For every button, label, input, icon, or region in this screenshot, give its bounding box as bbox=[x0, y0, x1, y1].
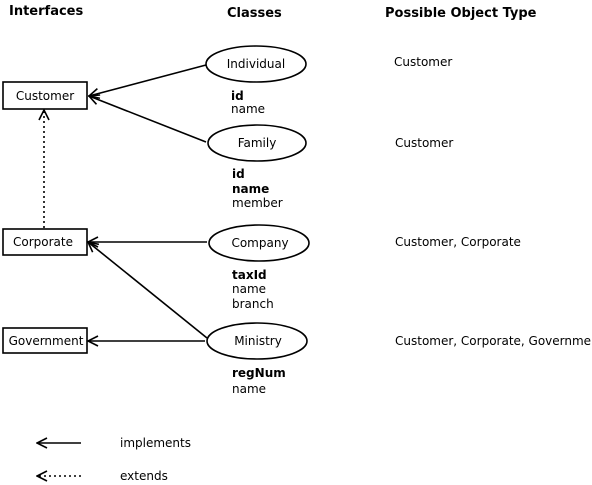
interface-customer: Customer bbox=[2, 81, 88, 110]
object-type-company: Customer, Corporate bbox=[395, 235, 521, 249]
object-type-individual: Customer bbox=[394, 55, 452, 69]
legend-implements-label: implements bbox=[120, 436, 191, 450]
header-classes: Classes bbox=[227, 6, 282, 21]
attr-company-branch: branch bbox=[232, 297, 274, 311]
interface-government: Government bbox=[2, 327, 88, 354]
class-ministry: Ministry bbox=[206, 322, 308, 360]
attr-ministry-regnum: regNum bbox=[232, 366, 286, 380]
attr-individual-name: name bbox=[231, 102, 265, 116]
attr-family-member: member bbox=[232, 196, 283, 210]
legend: implements extends bbox=[37, 436, 191, 483]
class-ministry-label: Ministry bbox=[234, 334, 282, 348]
attr-family-id: id bbox=[232, 167, 245, 181]
legend-extends-label: extends bbox=[120, 469, 168, 483]
attr-company-name: name bbox=[232, 282, 266, 296]
implements-arrow-family-customer bbox=[89, 96, 207, 143]
implements-arrow-ministry-corporate bbox=[88, 242, 208, 339]
attr-family-name: name bbox=[232, 182, 269, 196]
object-type-family: Customer bbox=[395, 136, 453, 150]
interface-customer-label: Customer bbox=[16, 89, 74, 103]
class-family-label: Family bbox=[238, 136, 277, 150]
header-object-type: Possible Object Type bbox=[385, 6, 537, 21]
interface-corporate: Corporate bbox=[2, 228, 88, 256]
object-type-ministry: Customer, Corporate, Government bbox=[395, 334, 592, 348]
header-interfaces: Interfaces bbox=[9, 4, 83, 19]
class-company: Company bbox=[208, 224, 310, 262]
class-individual: Individual bbox=[205, 45, 307, 83]
class-family: Family bbox=[207, 124, 307, 162]
attr-company-taxid: taxId bbox=[232, 268, 267, 282]
interface-corporate-label: Corporate bbox=[13, 235, 73, 249]
class-company-label: Company bbox=[231, 236, 288, 250]
interface-government-label: Government bbox=[9, 334, 84, 348]
attr-individual-id: id bbox=[231, 89, 244, 103]
class-individual-label: Individual bbox=[227, 57, 285, 71]
attr-ministry-name: name bbox=[232, 382, 266, 396]
implements-arrow-individual-customer bbox=[89, 64, 207, 96]
